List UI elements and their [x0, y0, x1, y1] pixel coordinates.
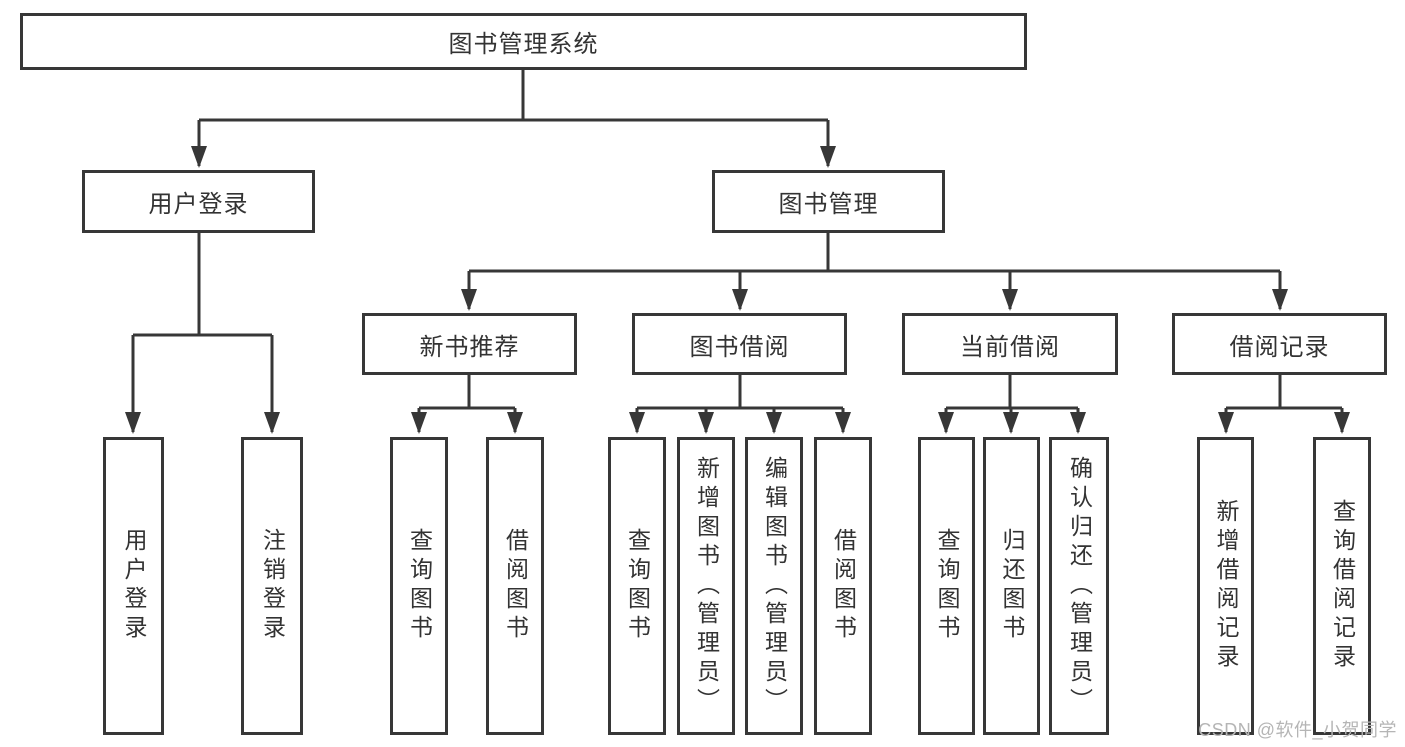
- node-label-leaf-edit-books-admin: 编辑图书（管理员）: [761, 455, 788, 717]
- node-box-leaf-query-books-current: 查询图书: [918, 437, 975, 735]
- node-label-leaf-confirm-return-admin: 确认归还（管理员）: [1066, 455, 1093, 717]
- connector-book-borrowing-to-leaves: [629, 375, 851, 434]
- node-label-root: 图书管理系统: [448, 31, 599, 58]
- connector-user-login-to-leaves: [125, 233, 280, 434]
- connector-book-management-to-level3: [461, 233, 1288, 311]
- connector-borrowing-records-to-leaves: [1218, 375, 1350, 434]
- node-label-leaf-query-borrow-record: 查询借阅记录: [1329, 499, 1356, 673]
- node-label-user-login: 用户登录: [148, 191, 249, 218]
- node-box-leaf-return-books: 归还图书: [983, 437, 1040, 735]
- node-label-borrowing-records: 借阅记录: [1229, 333, 1330, 361]
- node-label-leaf-query-books-borrowing: 查询图书: [624, 528, 651, 644]
- node-box-new-book-recommend: 新书推荐: [362, 313, 577, 375]
- node-box-leaf-confirm-return-admin: 确认归还（管理员）: [1049, 437, 1109, 735]
- node-box-leaf-query-books-borrowing: 查询图书: [608, 437, 666, 735]
- node-box-current-borrowing: 当前借阅: [902, 313, 1118, 375]
- connector-new-book-recommend-to-leaves: [411, 375, 523, 434]
- node-box-leaf-borrow-books-borrowing: 借阅图书: [814, 437, 872, 735]
- node-box-leaf-logout: 注销登录: [241, 437, 303, 735]
- node-label-book-management: 图书管理: [778, 191, 879, 218]
- connector-root-to-level2: [191, 70, 836, 168]
- node-label-new-book-recommend: 新书推荐: [419, 333, 520, 361]
- node-box-leaf-query-borrow-record: 查询借阅记录: [1313, 437, 1371, 735]
- node-box-leaf-query-books-recommend: 查询图书: [390, 437, 448, 735]
- node-label-leaf-borrow-books-recommend: 借阅图书: [502, 528, 529, 644]
- watermark-text: CSDN @软件_小贺同学: [1198, 720, 1397, 740]
- node-box-borrowing-records: 借阅记录: [1172, 313, 1387, 375]
- node-label-leaf-user-login: 用户登录: [121, 528, 147, 644]
- node-box-book-management: 图书管理: [712, 170, 945, 233]
- node-box-leaf-borrow-books-recommend: 借阅图书: [486, 437, 544, 735]
- node-label-leaf-borrow-books-borrowing: 借阅图书: [830, 528, 857, 644]
- node-label-leaf-query-books-current: 查询图书: [934, 528, 960, 644]
- node-box-root: 图书管理系统: [20, 13, 1027, 70]
- connector-current-borrowing-to-leaves: [938, 375, 1086, 434]
- node-label-book-borrowing: 图书借阅: [689, 333, 790, 361]
- node-box-leaf-add-borrow-record: 新增借阅记录: [1197, 437, 1254, 735]
- node-label-leaf-add-books-admin: 新增图书（管理员）: [693, 455, 720, 717]
- node-box-leaf-edit-books-admin: 编辑图书（管理员）: [745, 437, 803, 735]
- node-box-book-borrowing: 图书借阅: [632, 313, 847, 375]
- node-box-user-login: 用户登录: [82, 170, 315, 233]
- node-label-current-borrowing: 当前借阅: [960, 333, 1060, 361]
- node-label-leaf-query-books-recommend: 查询图书: [406, 528, 433, 644]
- node-label-leaf-add-borrow-record: 新增借阅记录: [1213, 499, 1239, 673]
- node-label-leaf-logout: 注销登录: [259, 528, 286, 644]
- node-label-leaf-return-books: 归还图书: [999, 528, 1025, 644]
- node-box-leaf-user-login: 用户登录: [103, 437, 164, 735]
- node-box-leaf-add-books-admin: 新增图书（管理员）: [677, 437, 735, 735]
